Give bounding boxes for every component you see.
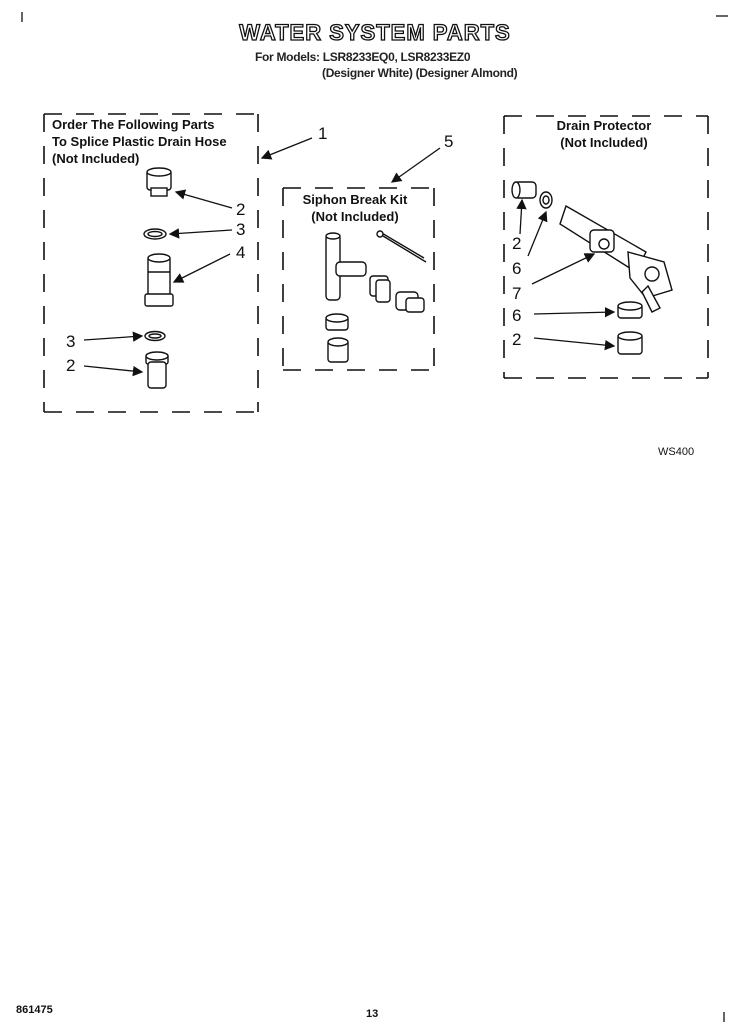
page-number: 13 xyxy=(366,1008,379,1020)
drain-protector-body xyxy=(559,204,673,313)
callout-3-upper: 3 xyxy=(236,220,246,239)
designer-line: (Designer White) (Designer Almond) xyxy=(322,66,518,80)
left-hose-adapter-top xyxy=(146,167,172,197)
drain-ring-lower xyxy=(617,301,643,319)
left-hose-adapter-bottom xyxy=(145,351,169,389)
drain-cap-lower xyxy=(617,331,643,355)
callout-1: 1 xyxy=(318,124,328,143)
left-hose-connector xyxy=(144,253,174,307)
callout-4: 4 xyxy=(236,243,246,262)
siphon-box-title: Siphon Break Kit (Not Included) xyxy=(302,192,408,224)
siphon-ring-bottom xyxy=(325,313,349,331)
drain-cap-small xyxy=(511,181,537,199)
callout-2-upper: 2 xyxy=(236,200,246,219)
siphon-cap-bottom xyxy=(327,337,349,363)
models-line: For Models: LSR8233EQ0, LSR8233EZ0 xyxy=(255,50,471,64)
callout-2-drain-upper: 2 xyxy=(512,234,522,253)
left-box-title: Order The Following Parts To Splice Plas… xyxy=(52,117,227,166)
document-number: 861475 xyxy=(16,1004,53,1016)
callout-7: 7 xyxy=(512,284,522,303)
callout-5: 5 xyxy=(444,132,454,151)
left-clamp-ring-top xyxy=(143,228,167,240)
callout-2-drain-lower: 2 xyxy=(512,330,522,349)
page-title: WATER SYSTEM PARTS xyxy=(239,19,511,45)
drain-ring-small xyxy=(539,191,553,209)
callout-6-drain-upper: 6 xyxy=(512,259,522,278)
callout-6-drain-lower: 6 xyxy=(512,306,522,325)
siphon-nut xyxy=(369,275,391,303)
callout-3-lower: 3 xyxy=(66,332,76,351)
siphon-tie-strap xyxy=(376,230,427,263)
diagram-code: WS400 xyxy=(658,446,695,458)
drain-box-title: Drain Protector (Not Included) xyxy=(556,118,652,150)
siphon-adapter-right xyxy=(395,291,425,313)
siphon-tee xyxy=(325,232,367,301)
left-clamp-ring-bottom xyxy=(144,330,166,342)
callout-2-lower: 2 xyxy=(66,356,76,375)
